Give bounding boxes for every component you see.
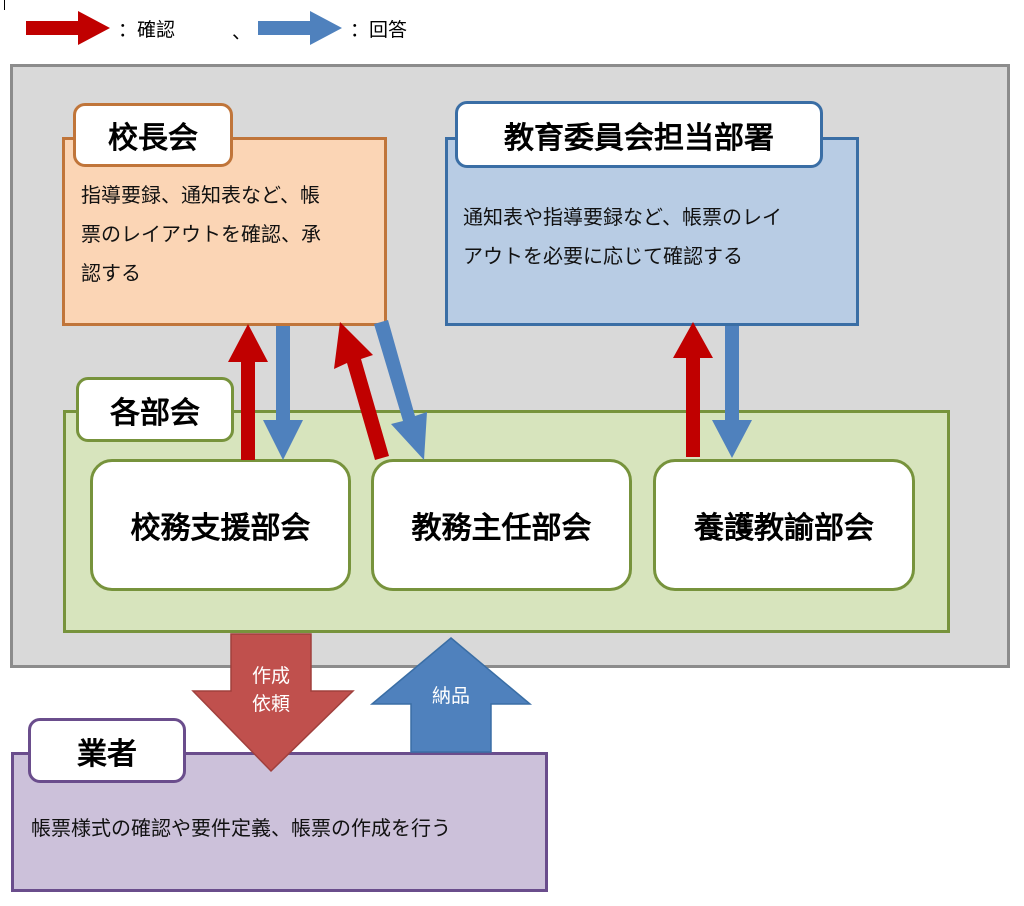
confirm-arrow-icon [228,324,268,460]
principals-description-line: 票のレイアウトを確認、承 [81,222,321,246]
committee-school-nurses: 養護教諭部会 [653,459,915,591]
confirm-arrow-icon [334,322,389,460]
delivery-arrow-icon [369,637,533,753]
principals-description-line: 認する [81,261,141,285]
reply-arrow-icon [712,326,752,458]
board-description: 通知表や指導要録など、帳票のレイ アウトを必要に応じて確認する [463,198,853,276]
principals-description: 指導要録、通知表など、帳 票のレイアウトを確認、承 認する [81,176,381,293]
legend-confirm-label: ：確認 [118,19,176,41]
committee-head-teachers: 教務主任部会 [371,459,632,591]
principals-description-line: 指導要録、通知表など、帳 [81,183,320,207]
board-title: 教育委員会担当部署 [455,101,823,168]
request-arrow-label: 作成 依頼 [236,662,306,718]
committee-school-support: 校務支援部会 [90,459,351,591]
vendor-description: 帳票様式の確認や要件定義、帳票の作成を行う [31,816,451,840]
request-arrow-label-line: 依頼 [251,693,290,715]
reply-arrow-icon [263,326,303,460]
principals-title: 校長会 [73,103,233,167]
reply-arrow-icon [374,320,427,460]
confirm-arrow-icon [673,322,713,457]
principals-box: 指導要録、通知表など、帳 票のレイアウトを確認、承 認する [62,137,387,326]
vendor-title: 業者 [28,718,186,783]
legend-separator: 、 [232,21,252,43]
legend-confirm-arrow-icon [26,11,110,45]
delivery-arrow-label: 納品 [431,685,470,707]
board-description-line: アウトを必要に応じて確認する [463,244,743,268]
corner-mark [4,0,5,10]
board-box: 通知表や指導要録など、帳票のレイ アウトを必要に応じて確認する [445,137,859,326]
legend-reply-label: ：回答 [350,19,408,41]
request-arrow-icon [191,633,355,773]
request-arrow-label-line: 作成 [251,665,290,687]
committees-title: 各部会 [76,377,234,442]
legend-reply-arrow-icon [258,11,342,45]
board-description-line: 通知表や指導要録など、帳票のレイ [463,205,782,229]
